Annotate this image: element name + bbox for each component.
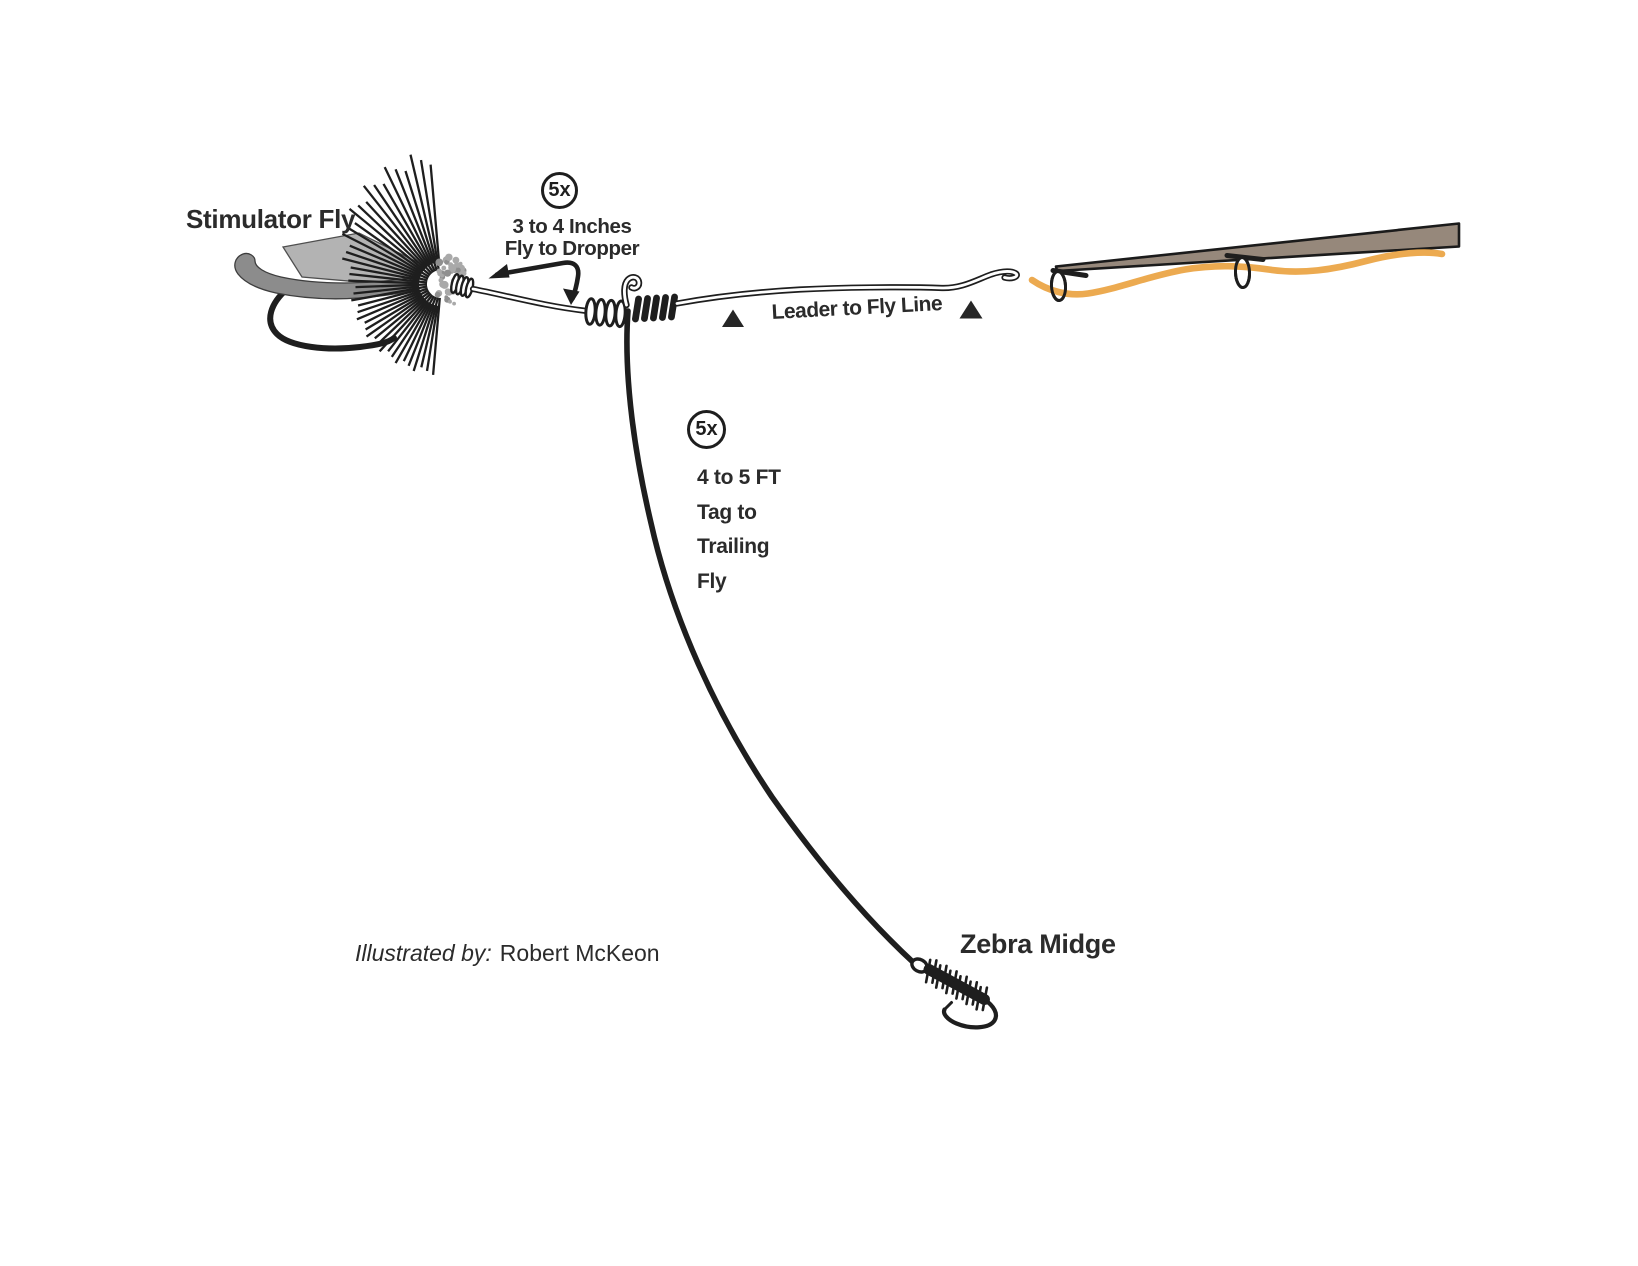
- zebra-midge-label: Zebra Midge: [960, 929, 1116, 959]
- rod-tip-illustration: [1028, 222, 1461, 302]
- leader-fly-to-knot: [469, 285, 591, 315]
- tag-note-line4: Fly: [697, 569, 727, 593]
- midge-hook-point: [943, 1001, 953, 1011]
- barrel-knot: [584, 274, 678, 329]
- knot-tag-curl: [621, 274, 643, 309]
- tag-note-line1: 4 to 5 FT: [697, 466, 781, 489]
- tag-length-note: 4 to 5 FT Tag to Trailing Fly: [697, 461, 781, 599]
- dropper-length-note: 3 to 4 Inches Fly to Dropper: [452, 216, 692, 260]
- arrowhead-to-fly: [488, 264, 510, 279]
- tip-guide-loop-outline: [1049, 270, 1068, 302]
- fly-line: [1028, 249, 1446, 298]
- snake-guide-loop-outline: [1233, 256, 1252, 289]
- midge-hook: [941, 997, 999, 1030]
- dropper-note-arrow: [488, 260, 581, 305]
- tag-tippet-5x-badge: 5x: [687, 410, 726, 449]
- leader-label-right-triangle: [959, 300, 983, 319]
- dropper-tippet-5x-text: 5x: [548, 179, 571, 201]
- leader-knot-to-flyline: [673, 268, 1020, 307]
- hackle-fan: [341, 154, 441, 375]
- illustration-credit: Illustrated by: Robert McKeon: [355, 940, 660, 967]
- dropper-note-line2: Fly to Dropper: [504, 236, 640, 260]
- tag-line-to-trailing-fly: [624, 308, 918, 967]
- dropper-note-line1: 3 to 4 Inches: [512, 215, 632, 238]
- credit-name: Robert McKeon: [499, 940, 660, 966]
- rod-blank: [1054, 222, 1461, 273]
- stimulator-fly-label: Stimulator Fly: [186, 204, 356, 234]
- tag-note-line3: Trailing: [697, 535, 770, 559]
- arrowhead-to-knot: [563, 288, 580, 305]
- midge-ribs: [924, 958, 989, 1012]
- leader-label-left-triangle: [722, 309, 744, 327]
- stimulator-fly-illustration: [234, 154, 475, 375]
- knot-black-wraps: [632, 293, 678, 323]
- zebra-midge-illustration: [910, 957, 999, 1030]
- tag-note-line2: Tag to: [697, 500, 757, 524]
- tag-tippet-5x-text: 5x: [695, 418, 718, 440]
- credit-prefix: Illustrated by:: [355, 940, 492, 966]
- dropper-tippet-5x-badge: 5x: [541, 172, 578, 209]
